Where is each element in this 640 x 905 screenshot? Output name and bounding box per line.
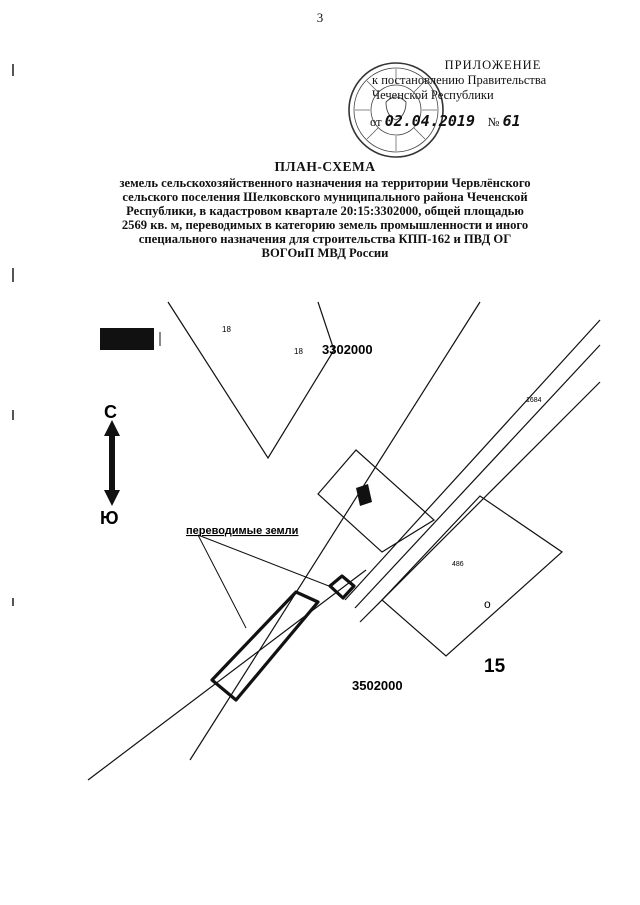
document-title: ПЛАН-СХЕМА земель сельскохозяйственного … bbox=[90, 159, 560, 261]
appendix-block: ПРИЛОЖЕНИЕ к постановлению Правительства… bbox=[366, 58, 606, 130]
highway-line-1 bbox=[344, 319, 601, 601]
appendix-date-line: от 02.04.2019 № 61 bbox=[370, 114, 606, 130]
parcel-middle-boundary bbox=[317, 449, 435, 553]
date-value: 02.04.2019 bbox=[384, 112, 475, 130]
redacted-block bbox=[100, 328, 154, 350]
scan-mark bbox=[12, 410, 14, 420]
title-line-1: земель сельскохозяйственного назначения … bbox=[119, 176, 531, 190]
highway-line-3 bbox=[359, 381, 601, 623]
number-value: 61 bbox=[502, 112, 521, 130]
road-boundary-left bbox=[189, 301, 481, 761]
sheet-number-label: 15 bbox=[484, 656, 506, 677]
parcel-o-label: о bbox=[484, 597, 491, 611]
scan-mark bbox=[12, 64, 14, 76]
appendix-title: ПРИЛОЖЕНИЕ bbox=[444, 58, 542, 72]
transferred-parcel-small bbox=[328, 574, 356, 600]
parcel-18-boundary bbox=[167, 301, 335, 460]
scan-mark bbox=[12, 268, 14, 282]
quarter-label-top: 3302000 bbox=[322, 342, 373, 357]
page-number: 3 bbox=[316, 10, 324, 25]
date-prefix: от bbox=[370, 115, 382, 129]
parcel-486-label: 486 bbox=[452, 561, 464, 568]
transferred-lands-label: переводимые земли bbox=[186, 525, 298, 537]
title-line-6: ВОГОиП МВД России bbox=[261, 246, 389, 260]
number-prefix: № bbox=[487, 115, 500, 129]
building-marker bbox=[356, 484, 372, 506]
title-line-2: сельского поселения Шелковского муниципа… bbox=[122, 190, 528, 204]
north-south-arrow bbox=[104, 420, 120, 506]
parcel-486-boundary bbox=[381, 495, 563, 657]
parcel-18-label-a: 18 bbox=[222, 325, 231, 334]
road-boundary-right bbox=[87, 569, 367, 781]
parcel-1684-label: 1684 bbox=[526, 397, 542, 404]
south-label: Ю bbox=[100, 508, 119, 528]
plan-title: ПЛАН-СХЕМА bbox=[274, 159, 376, 174]
title-line-4: 2569 кв. м, переводимых в категорию земе… bbox=[121, 218, 529, 232]
north-label: С bbox=[104, 402, 117, 422]
leader-line-2 bbox=[197, 534, 335, 589]
scan-mark bbox=[12, 598, 14, 606]
highway-line-2 bbox=[354, 344, 601, 609]
appendix-line-2: Чеченской Республики bbox=[372, 88, 494, 102]
title-line-5: специального назначения для строительств… bbox=[138, 232, 512, 246]
official-seal bbox=[348, 62, 444, 158]
leader-line-1 bbox=[197, 534, 247, 629]
parcel-18-label-b: 18 bbox=[294, 347, 303, 356]
title-line-3: Республики, в кадастровом квартале 20:15… bbox=[126, 204, 524, 218]
quarter-label-bottom: 3502000 bbox=[352, 678, 403, 693]
plan-scheme-map: С Ю 18 18 3302000 1684 486 о 15 3502000 … bbox=[87, 301, 601, 781]
transferred-parcel-main bbox=[210, 590, 320, 702]
appendix-line-1: к постановлению Правительства bbox=[372, 73, 547, 87]
